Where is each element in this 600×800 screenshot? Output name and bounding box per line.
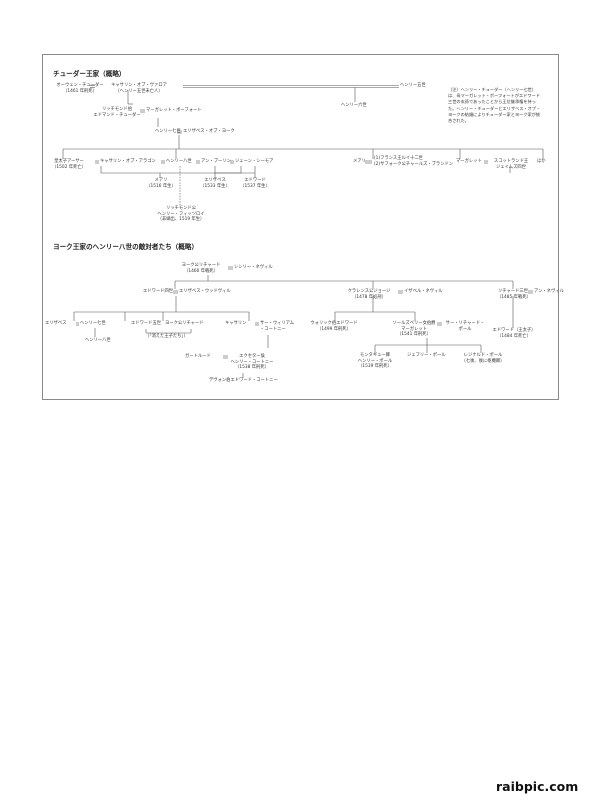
node-mary-tudor: メアリ（1516 年生） [146, 178, 176, 189]
node-elizabeth-york: エリザベス・オブ・ヨーク [183, 129, 235, 134]
node-henry-v: ヘンリー五世 [400, 83, 426, 88]
node-edward-tudor: エドワード（1537 年生） [240, 178, 270, 189]
node-arthur: 皇太子アーサー（1502 年死亡） [52, 159, 86, 170]
node-gertrude: ガートルード [185, 354, 211, 359]
node-william-courtenay: サー・ウィリアム・コートニー [260, 321, 295, 332]
node-catherine-aragon: キャサリン・オブ・アラゴン [100, 159, 156, 164]
node-henry-vi: ヘンリー六世 [341, 103, 367, 108]
node-richard-duke-york: ヨーク公リチャード [165, 321, 204, 326]
node-elizabeth-woodville: エリザベス・ウッドヴィル [179, 289, 231, 294]
node-warwick: ウォリック伯エドワード（1499 年刑死） [310, 321, 358, 332]
node-anne-boleyn: アン・ブーリン [201, 159, 231, 164]
node-clarence: クラレンス公ジョージ（1478 年処刑） [347, 289, 391, 300]
node-catherine-valois: キャサリン・オブ・ヴァロア（ヘンリー五世未亡人） [111, 83, 167, 94]
node-reginald-pole: レジナルド・ポール（七後、後に枢機卿） [461, 353, 505, 364]
node-elizabeth-york-y: エリザベス [45, 321, 67, 326]
node-margaret-tudor: マーガレット [456, 159, 482, 164]
node-richmond: リッチモンド公ヘンリー・フィッツロイ（非嫡出、1519 年生） [157, 206, 205, 223]
node-owen-tudor: オーウェン・チューダー（1461 年刑死） [56, 83, 104, 94]
node-other: ほか [537, 159, 546, 164]
node-mary-rose: メアリ [353, 159, 366, 164]
node-edward-v: エドワード五世 [131, 321, 162, 326]
node-salisbury: ソールズベリー女伯爵マーガレット（1541 年刑死） [392, 321, 436, 338]
node-henry-vii-y: ヘンリー七世 [80, 321, 106, 326]
node-edward-iv: エドワード四世 [143, 289, 174, 294]
node-richard-pole: サー・リチャード・ポール [445, 321, 485, 332]
diagram-panel: チューダー王家（概略） オーウェン・チューダー（1461 年刑死） キャサリン・… [42, 54, 564, 400]
node-catherine-y: キャサリン [225, 321, 247, 326]
node-elizabeth-tudor: エリザベス（1533 年生） [200, 178, 230, 189]
node-richard-york: ヨーク公リチャード（1460 年戦死） [181, 263, 221, 274]
node-edmund-tudor: リッチモンド伯エドマンド・チューダー [93, 107, 141, 118]
tudor-note: （注）ヘンリー・チューダー（ヘンリー七世）は、母マーガレット・ボーフォートがエド… [448, 87, 541, 124]
tudor-title: チューダー王家（概略） [53, 70, 126, 78]
node-louis-brandon: (1)フランス王ルイ十二世(2)サフォーク公チャールズ・ブランドン [374, 156, 454, 167]
node-anne-neville: アン・ネヴィル [534, 289, 564, 294]
node-montagu: モンタギュー卿ヘンリー・ポール（1539 年刑死） [357, 353, 393, 370]
node-henry-viii: ヘンリー八世 [166, 159, 192, 164]
node-jane-seymour: ジェーン・シーモア [235, 159, 274, 164]
node-edward-prince: エドワード（王太子）（1484 年死亡） [492, 328, 536, 339]
node-geoffrey-pole: ジェフリー・ポール [407, 353, 446, 358]
node-isabel-neville: イザベル・ネヴィル [404, 289, 443, 294]
watermark-text: raibpic.com [496, 779, 579, 794]
node-cecily-neville: シシリー・ネヴィル [234, 265, 273, 270]
node-james-iv: スコットランド王ジェイムズ四世 [493, 159, 529, 170]
york-title: ヨーク王家のヘンリー八世の敵対者たち（概略） [53, 243, 199, 251]
node-richard-iii: リチャード三世（1485 年戦死） [497, 289, 531, 300]
node-henry-viii-y: ヘンリー八世 [85, 338, 111, 343]
connector-lines [62, 85, 544, 378]
node-devon: デヴォン伯エドワード・コートニー [209, 378, 278, 383]
node-henry-vii: ヘンリー七世 [155, 129, 181, 134]
node-princes-tower: （「消えた王子たち」） [145, 334, 188, 339]
node-margaret-beaufort: マーガレット・ボーフォート [146, 108, 202, 113]
node-exeter: エクセター侯ヘンリー・コートニー（1538 年刑死） [230, 354, 274, 371]
